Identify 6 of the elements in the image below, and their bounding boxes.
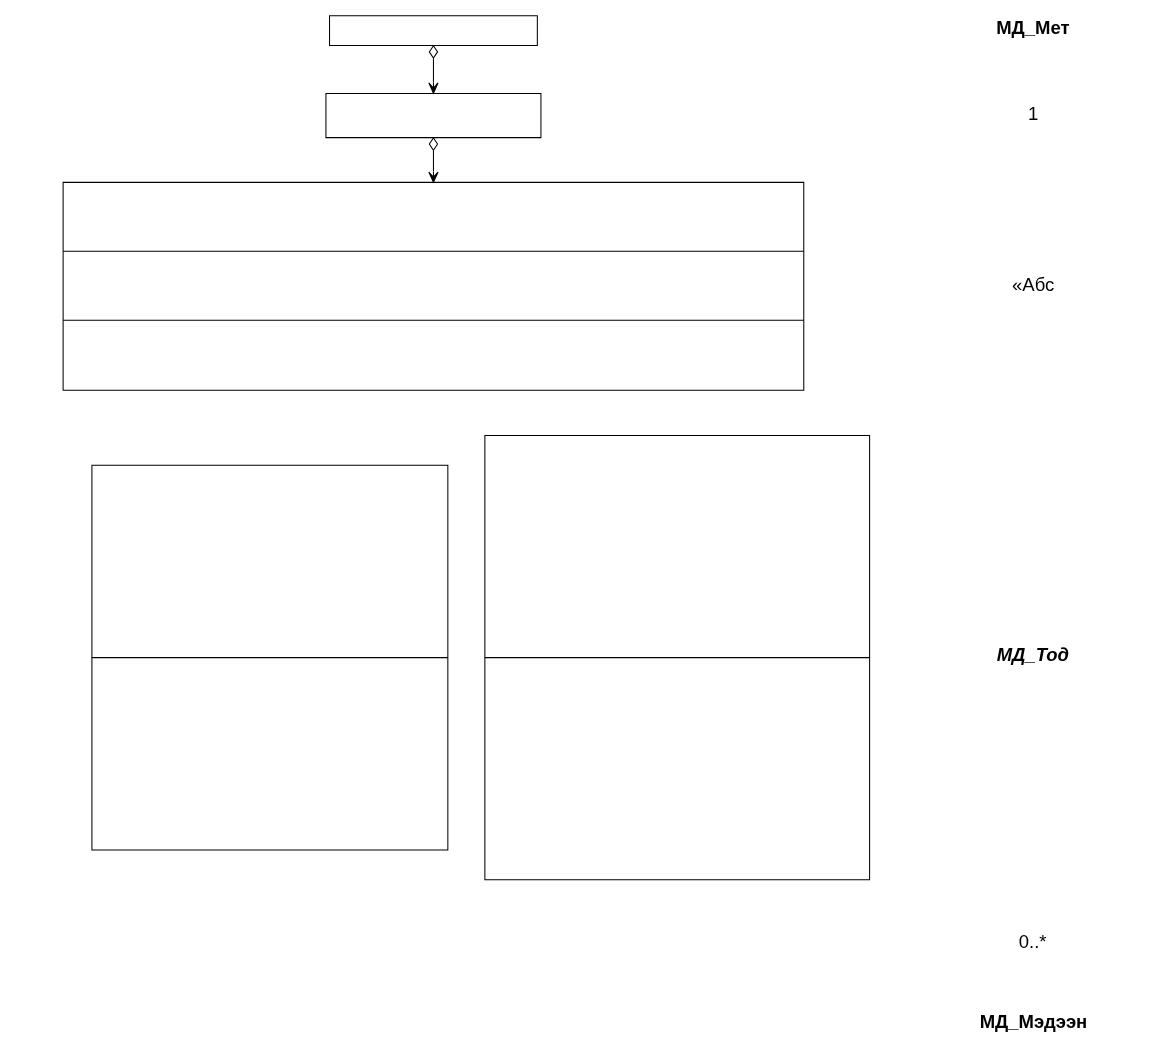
label: МД_Мет [995,17,1070,39]
label: 0..* [1018,930,1047,952]
label: «Абс [1011,273,1054,295]
label: 1 [1027,103,1038,125]
label: МД_Тод [996,644,1069,666]
label: МД_Мэдээн [979,1010,1087,1032]
